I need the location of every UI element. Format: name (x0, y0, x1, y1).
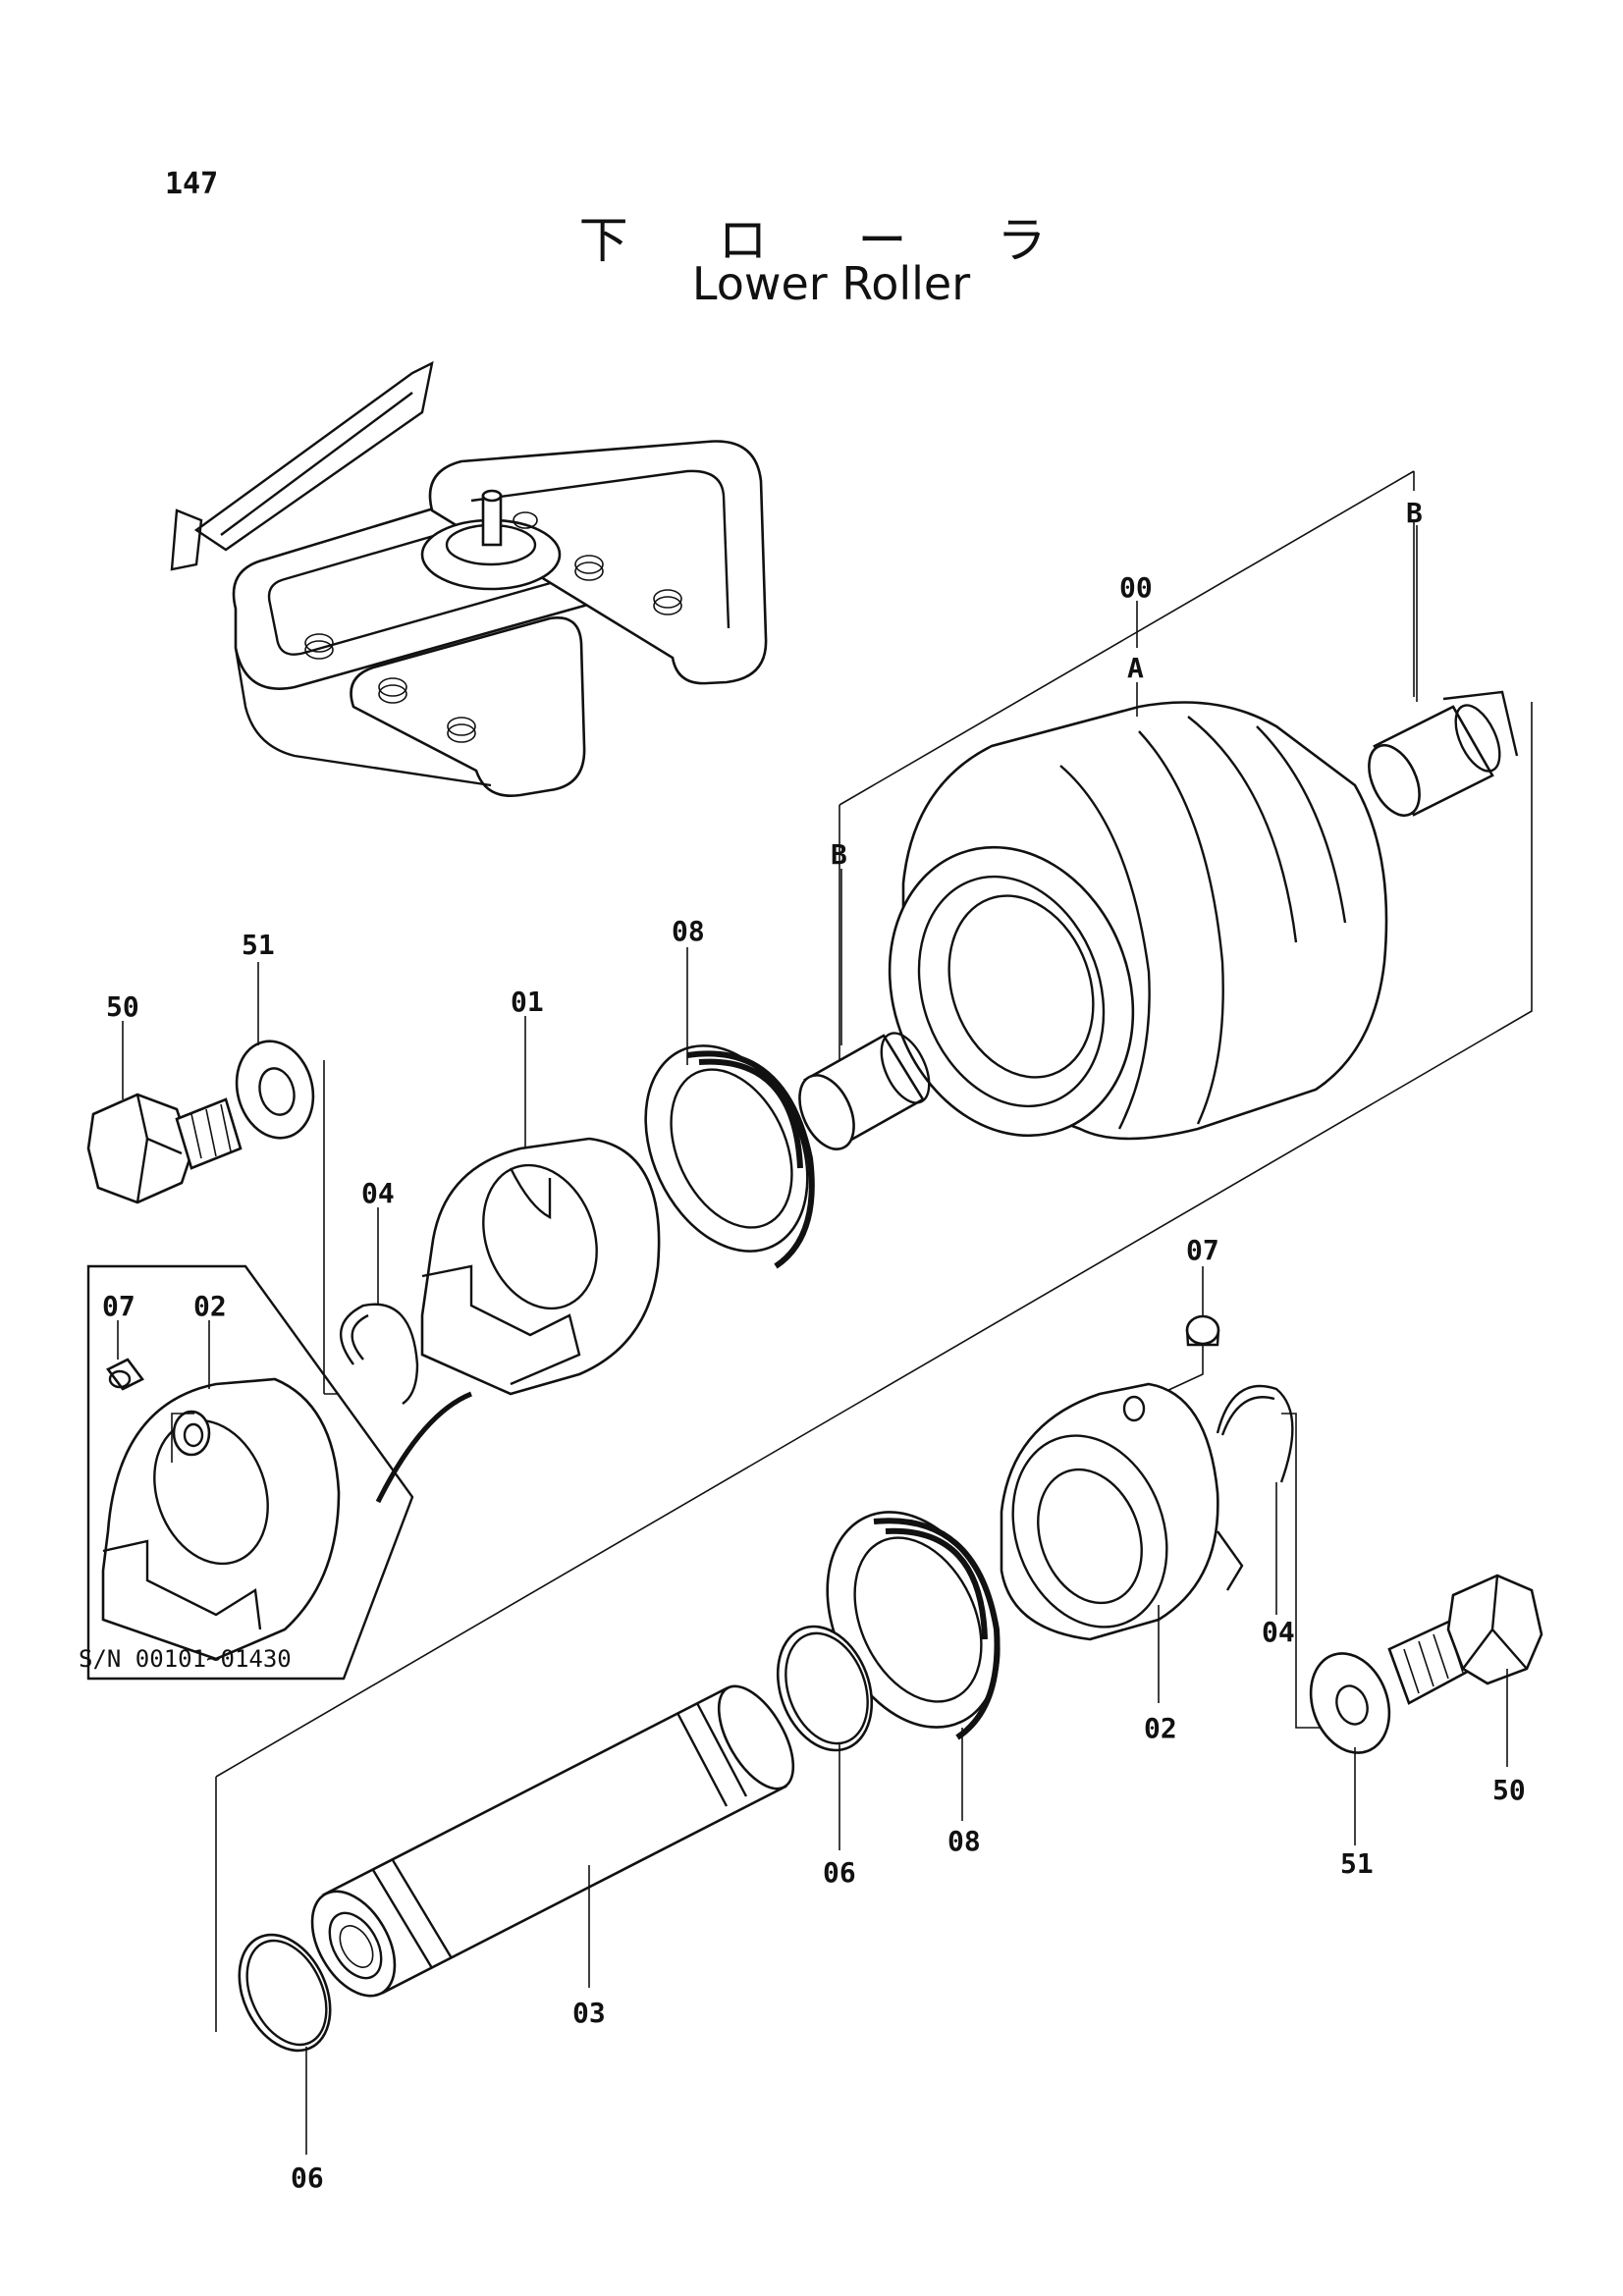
inset-serial-range: S/N 00101~01430 (79, 1645, 292, 1673)
oring-middle (776, 1625, 874, 1752)
callout-floating-seal-upper: 08 (672, 915, 705, 947)
callout-bolt-left: 50 (106, 990, 139, 1023)
bolt-left (86, 1093, 243, 1204)
title-japanese: 下 ロ ー ラ (578, 212, 1084, 269)
callout-roller-body: A (1127, 652, 1144, 684)
callout-plug-right: 07 (1186, 1234, 1219, 1266)
inset-box (86, 1264, 472, 1681)
callout-bolt-right: 50 (1492, 1774, 1526, 1806)
callout-inset-plug: 07 (102, 1290, 135, 1322)
callout-shaft: 03 (572, 1997, 606, 2029)
oring-bottom (238, 1933, 332, 2053)
callout-washer-left: 51 (242, 929, 275, 961)
callout-oring-middle: 06 (823, 1856, 856, 1889)
callout-snap-ring-left: 04 (361, 1177, 395, 1209)
undercarriage-thumbnail (170, 360, 768, 798)
bolt-right (1387, 1574, 1543, 1705)
snap-ring-left (323, 1060, 419, 1405)
page-number: 147 (165, 167, 219, 201)
leader-lines (117, 525, 1508, 2155)
callout-collar-left: 01 (511, 986, 544, 1018)
floating-seal-upper (644, 1044, 815, 1269)
bushing-top (1368, 690, 1519, 817)
washer-left (235, 1040, 315, 1140)
floating-seal-lower (826, 1511, 1001, 1740)
callout-bushing-top: B (1406, 497, 1423, 529)
collar-right (1000, 1382, 1244, 1641)
assembly-bracket-lines (215, 470, 1533, 2032)
callout-collar-right: 02 (1144, 1712, 1177, 1744)
callout-roller-assembly: 00 (1119, 571, 1153, 604)
callout-snap-ring-right: 04 (1262, 1616, 1295, 1648)
bushing-left (798, 1032, 931, 1150)
washer-right (1309, 1652, 1391, 1754)
title-english: Lower Roller (691, 257, 971, 310)
collar-left (420, 1137, 661, 1396)
callout-oring-bottom: 06 (291, 2162, 324, 2194)
roller-body (888, 701, 1388, 1141)
callout-labels: 00 A B B 08 01 50 51 04 07 02 S/N 00101~… (79, 497, 1526, 2194)
snap-ring-right (1216, 1384, 1321, 1729)
callout-floating-seal-lower: 08 (947, 1825, 981, 1857)
callout-inset-collar: 02 (193, 1290, 227, 1322)
callout-washer-right: 51 (1340, 1847, 1374, 1880)
shaft (310, 1684, 795, 1998)
callout-bushing-left: B (831, 838, 847, 871)
